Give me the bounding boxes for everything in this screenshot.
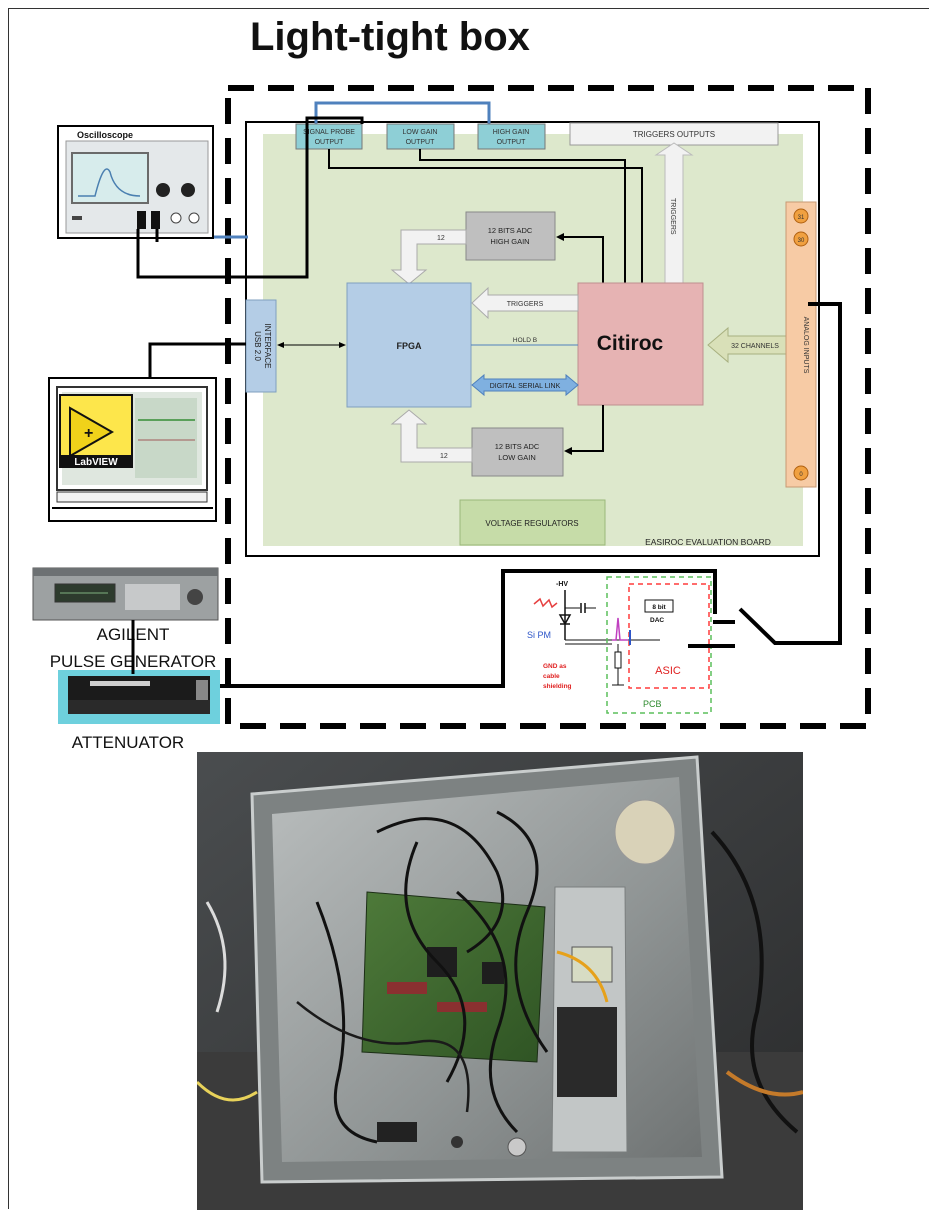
labview-computer: + LabVIEW [49, 378, 216, 521]
usb-line1: USB 2.0 [253, 331, 262, 361]
labview-label: LabVIEW [74, 457, 118, 468]
gnd-note-2: cable [543, 673, 560, 680]
voltage-regulators: VOLTAGE REGULATORS [460, 500, 605, 545]
adc-high-line1: 12 BITS ADC [488, 226, 533, 235]
sipm-label: Si PM [527, 630, 551, 640]
usb-cable [150, 344, 246, 380]
fpga-label: FPGA [396, 341, 422, 351]
low-gain-output: LOW GAIN OUTPUT [387, 124, 454, 149]
adc-low-gain: 12 BITS ADC LOW GAIN [472, 428, 563, 476]
high-gain-output-line1: HIGH GAIN [493, 129, 530, 136]
oscilloscope: Oscilloscope [58, 126, 213, 238]
attenuator [58, 670, 220, 724]
high-gain-output: HIGH GAIN OUTPUT [478, 124, 545, 149]
setup-diagram: Light-tight box SIGNAL PROBE OUTPUT LOW … [0, 0, 930, 750]
scope-knob-1 [156, 183, 170, 197]
usb-line2: INTERFACE [263, 324, 272, 369]
oscilloscope-label: Oscilloscope [77, 130, 133, 140]
sipm-hv-label: -HV [556, 581, 568, 588]
scope-port-1 [171, 213, 181, 223]
pulse-generator [33, 568, 218, 620]
adc-high-bits: 12 [437, 235, 445, 242]
channels-label: 32 CHANNELS [731, 343, 779, 350]
triggers-outputs: TRIGGERS OUTPUTS [570, 123, 778, 145]
adc-low-line1: 12 BITS ADC [495, 442, 540, 451]
adc-high-gain: 12 BITS ADC HIGH GAIN [466, 212, 555, 260]
setup-photo [197, 752, 803, 1210]
sipm-circuit: -HV Si PM GND as cable shielding PCB A [523, 575, 713, 715]
pcb-label: PCB [643, 699, 662, 709]
svg-text:+: + [84, 425, 93, 442]
channel-30-label: 30 [798, 238, 805, 244]
usb-interface: USB 2.0 INTERFACE [246, 300, 276, 392]
channel-31-label: 31 [798, 215, 805, 221]
hold-b-label: HOLD B [513, 337, 537, 344]
signal-probe-output-line2: OUTPUT [315, 139, 345, 146]
scope-connector-1 [137, 211, 146, 229]
dac-bits-label: 8 bit [652, 604, 666, 611]
diagram-title: Light-tight box [250, 15, 530, 59]
triggers-vertical-label: TRIGGERS [669, 198, 676, 235]
citiroc-block: Citiroc [578, 283, 703, 405]
scope-port-2 [189, 213, 199, 223]
adc-low-line2: LOW GAIN [498, 453, 536, 462]
adc-high-line2: HIGH GAIN [490, 237, 529, 246]
low-gain-output-line2: OUTPUT [406, 139, 436, 146]
signal-probe-output-line1: SIGNAL PROBE [303, 129, 355, 136]
setup-photo-illustration [197, 752, 803, 1210]
board-label: EASIROC EVALUATION BOARD [645, 537, 771, 547]
triggers-outputs-label: TRIGGERS OUTPUTS [633, 130, 715, 139]
voltage-regulators-label: VOLTAGE REGULATORS [485, 519, 578, 528]
scope-knob-2 [181, 183, 195, 197]
low-gain-output-line1: LOW GAIN [402, 129, 437, 136]
asic-label: ASIC [655, 665, 681, 677]
citiroc-label: Citiroc [597, 332, 664, 355]
analog-inputs-label: ANALOG INPUTS [802, 317, 809, 374]
digital-serial-link-label: DIGITAL SERIAL LINK [490, 383, 561, 390]
analog-inputs-bar: ANALOG INPUTS 31 30 0 [786, 202, 816, 487]
adc-low-bits: 12 [440, 453, 448, 460]
dac-label: DAC [650, 617, 664, 624]
triggers-arrow-label: TRIGGERS [507, 301, 544, 308]
attenuator-label: ATTENUATOR [72, 733, 184, 750]
gnd-note-3: shielding [543, 683, 572, 690]
scope-connector-2 [151, 211, 160, 229]
fpga-block: FPGA [347, 283, 471, 407]
gnd-note-1: GND as [543, 663, 567, 670]
high-gain-output-line2: OUTPUT [497, 139, 527, 146]
